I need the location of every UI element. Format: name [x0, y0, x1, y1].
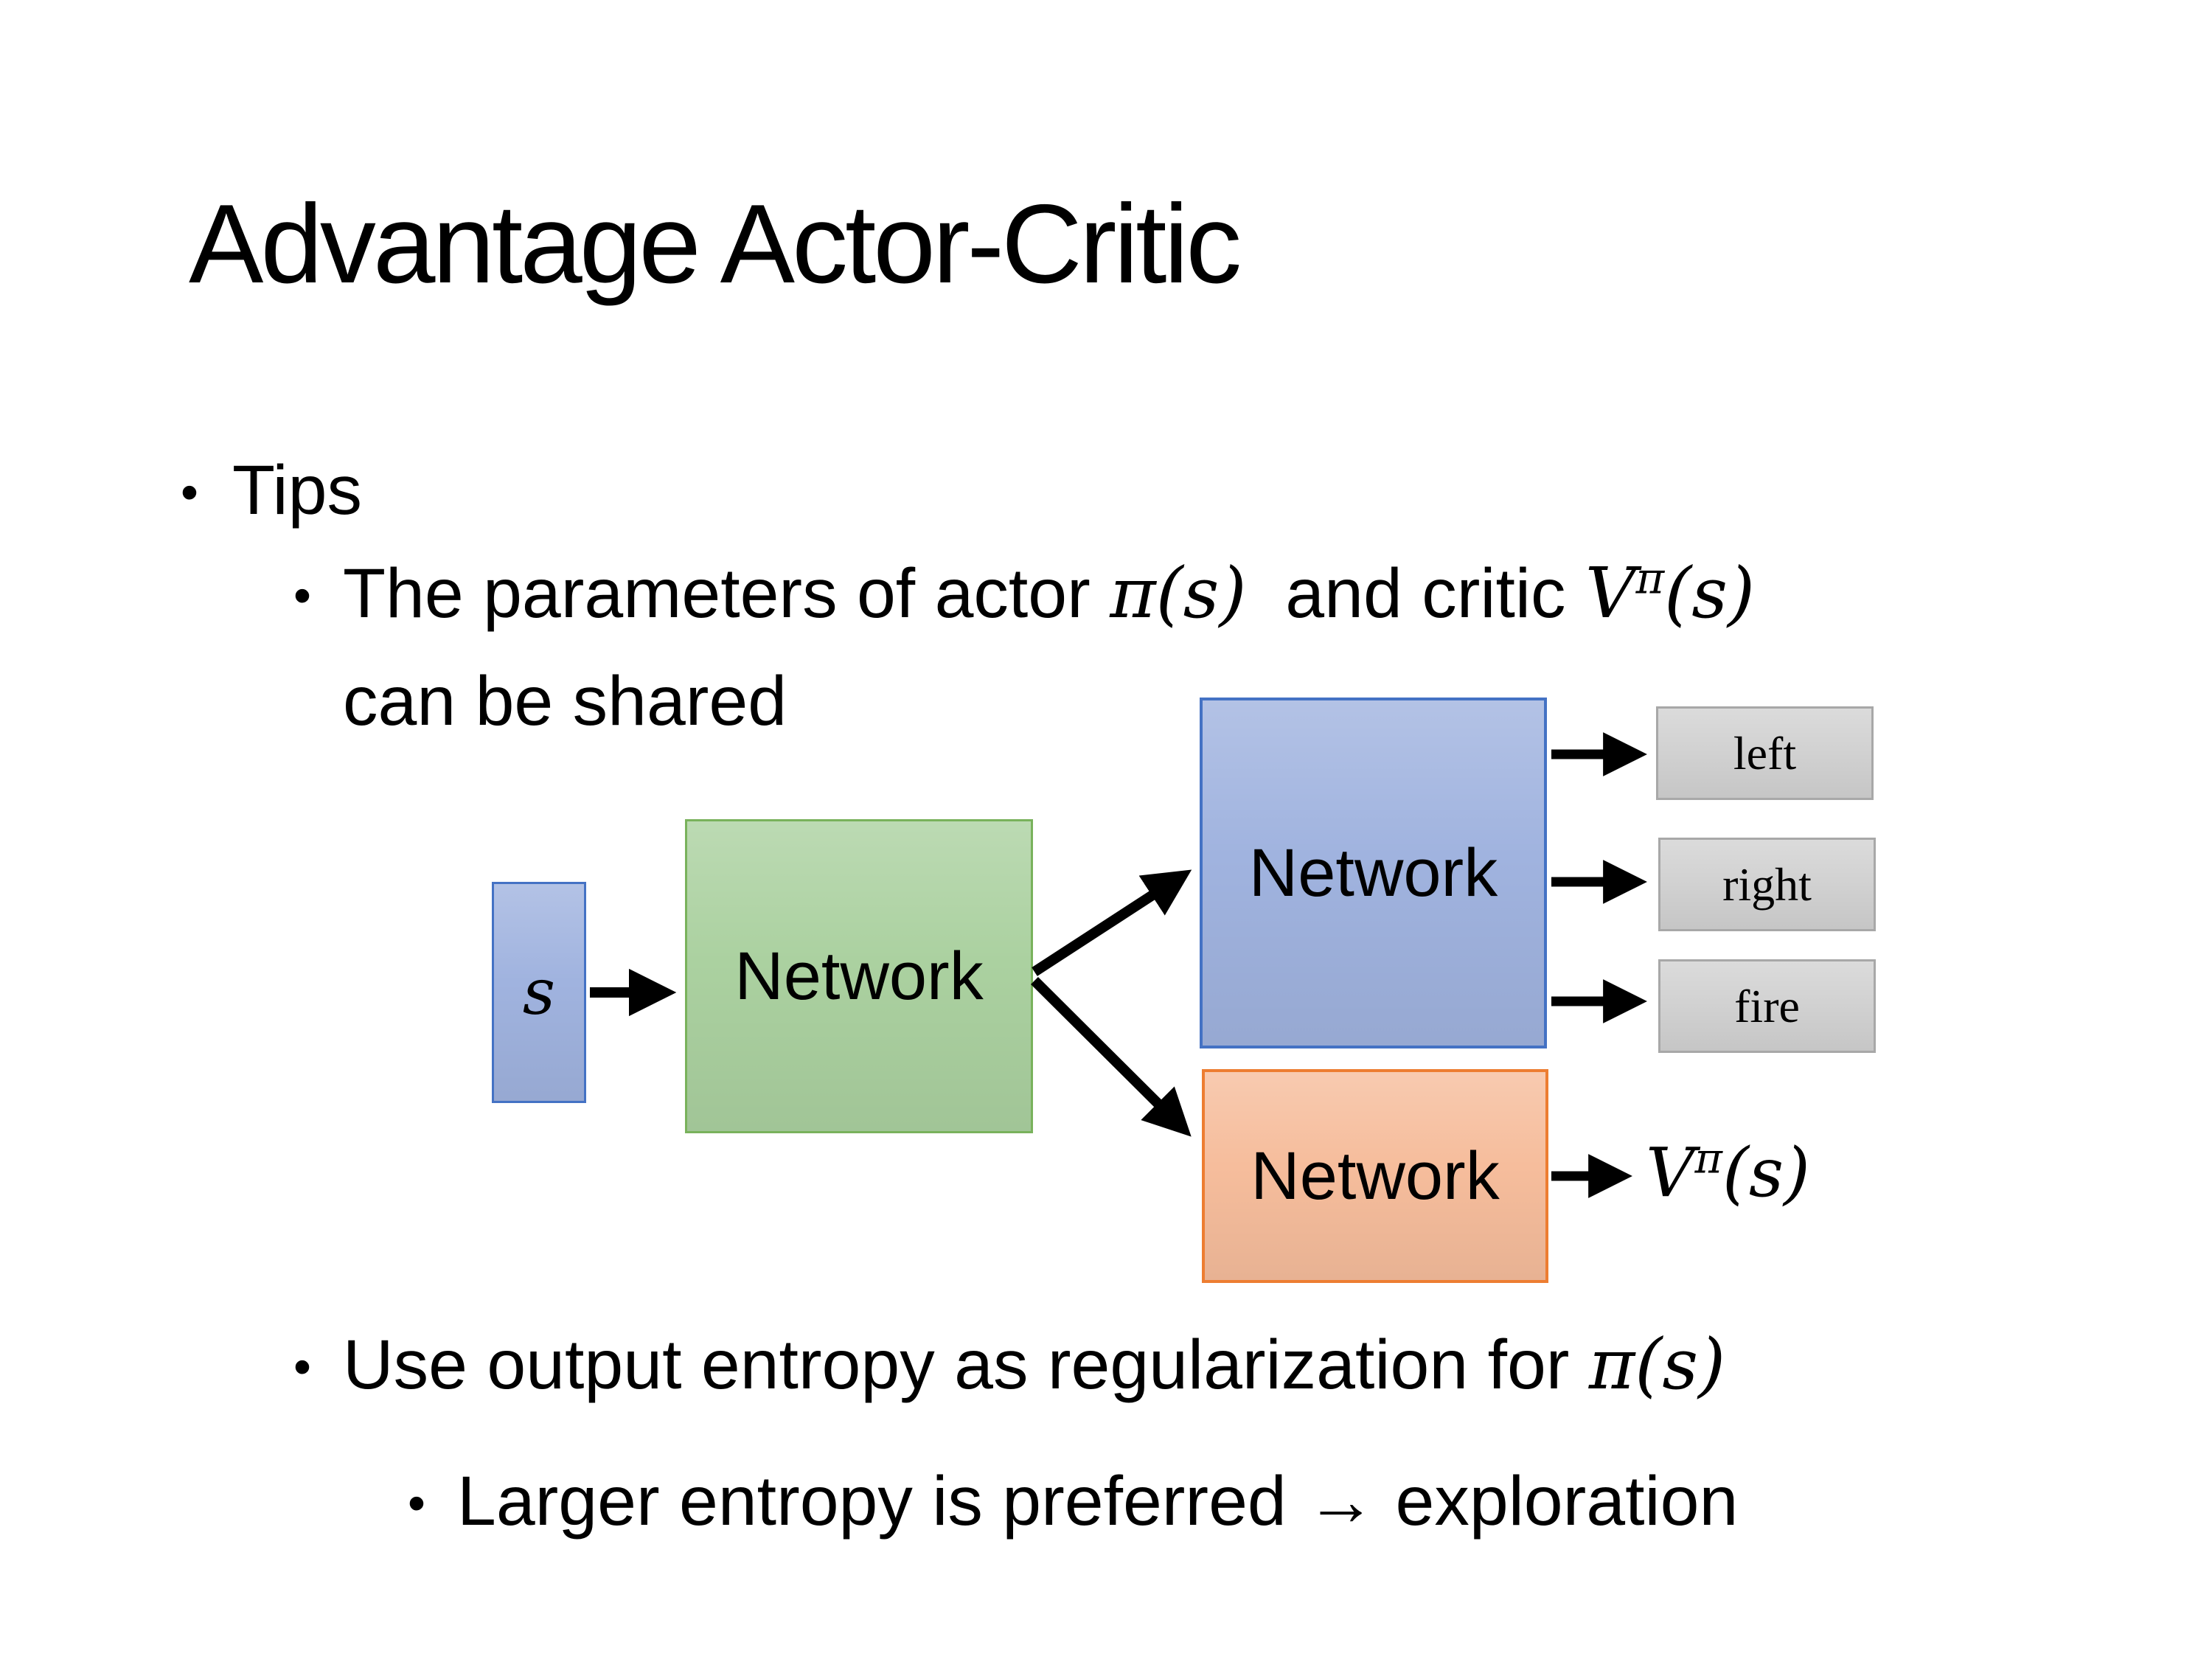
bullet-dot: • — [293, 1339, 311, 1395]
shared-params-line2: can be shared — [343, 662, 787, 740]
bullet-dot: • — [408, 1475, 425, 1531]
slide-title: Advantage Actor-Critic — [189, 181, 1242, 307]
bullet-shared-params: • The parameters of actor π(s) and critic… — [293, 554, 1755, 633]
action-box-fire: fire — [1658, 959, 1876, 1053]
action-box-right: right — [1658, 838, 1876, 931]
actor-network-box: Network — [1200, 698, 1547, 1048]
exploration-text: Larger entropy is preferred → exploratio… — [457, 1462, 1739, 1540]
bullet-dot: • — [293, 568, 311, 624]
shared-network-label: Network — [734, 939, 984, 1014]
entropy-text: Use output entropy as regularization for — [343, 1326, 1589, 1404]
critic-value-math: Vπ(s) — [1585, 552, 1756, 634]
shared-params-text: The parameters of actor — [343, 554, 1110, 633]
critic-network-box: Network — [1202, 1069, 1548, 1283]
bullet-entropy-regularization: • Use output entropy as regularization fo… — [293, 1324, 1726, 1405]
actor-policy-math: π(s) — [1110, 553, 1247, 634]
shared-network-box: Network — [685, 819, 1033, 1133]
action-label-fire: fire — [1734, 979, 1800, 1032]
critic-network-label: Network — [1251, 1138, 1500, 1214]
action-label-left: left — [1733, 726, 1797, 779]
arrow-shared-to-critic — [1031, 977, 1192, 1137]
actor-network-label: Network — [1248, 835, 1498, 911]
arrow-shared-to-actor — [1032, 869, 1192, 976]
shared-params-mid: and critic — [1246, 554, 1585, 633]
action-label-right: right — [1722, 858, 1812, 911]
critic-output-math: Vπ(s) — [1646, 1133, 1810, 1212]
tips-label: Tips — [232, 451, 362, 529]
state-input-box: s — [492, 882, 586, 1103]
bullet-dot: • — [181, 465, 198, 521]
bullet-tips: • Tips — [181, 451, 362, 529]
policy-math: π(s) — [1588, 1324, 1726, 1405]
action-box-left: left — [1656, 706, 1874, 800]
bullet-exploration: • Larger entropy is preferred → explorati… — [408, 1462, 1738, 1540]
state-label: s — [522, 956, 556, 1029]
